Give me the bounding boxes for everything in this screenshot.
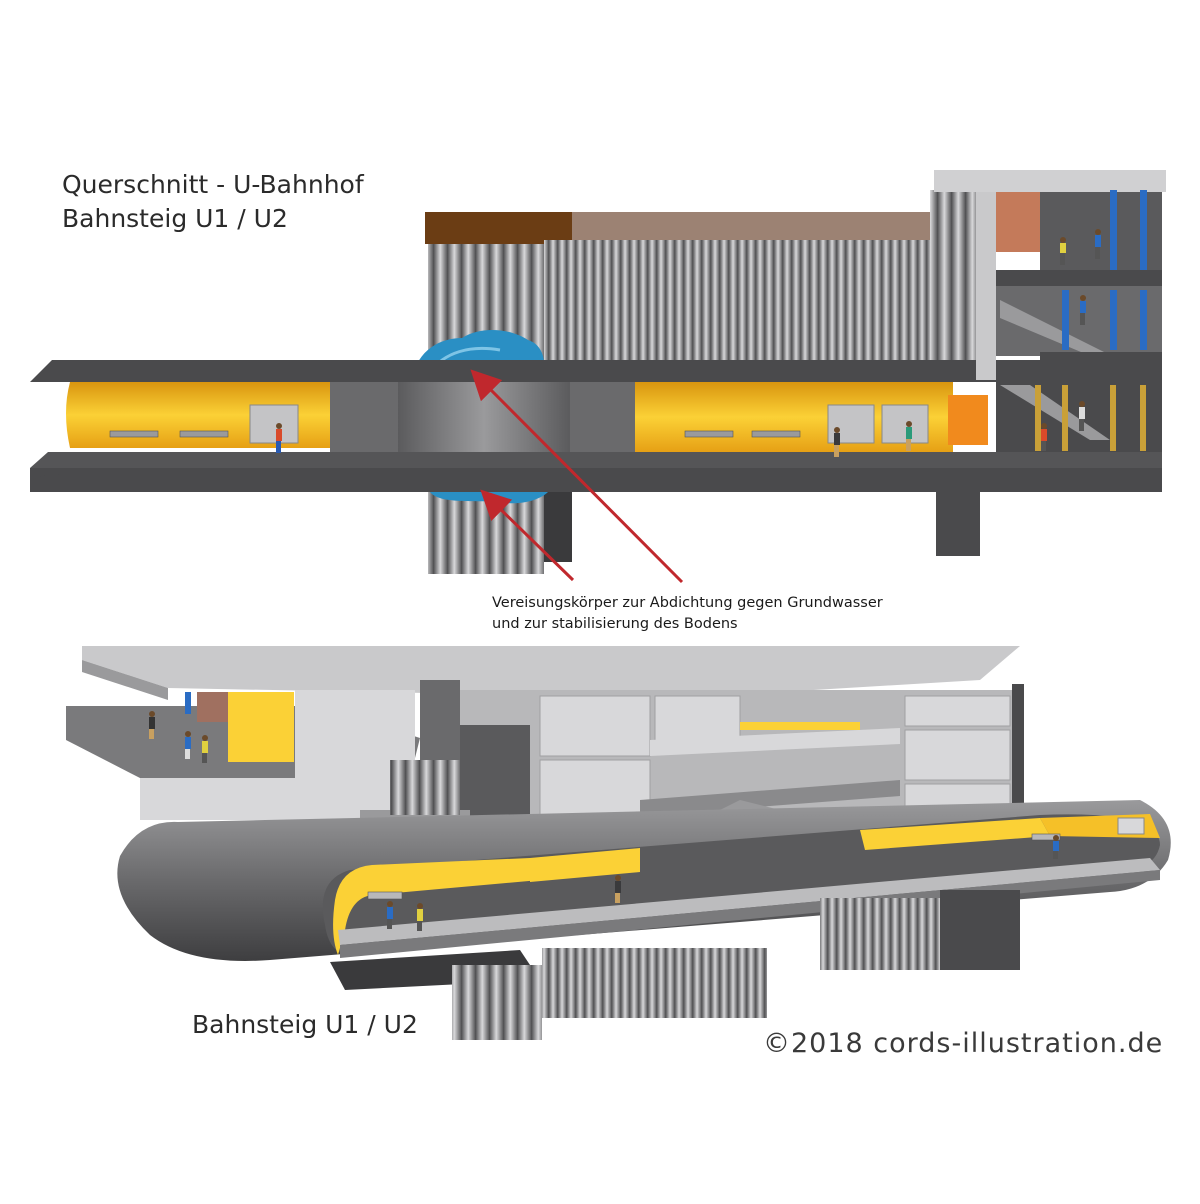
page-subtitle: Bahnsteig U1 / U2 <box>62 204 288 233</box>
pillar-icon <box>1035 385 1146 451</box>
foundation-pillars <box>452 965 542 1040</box>
pillar-wall-right <box>544 240 936 366</box>
foundation-pillars <box>542 948 767 1018</box>
soil-layer <box>425 212 572 244</box>
arrow-icon <box>480 489 575 582</box>
annotation-line-2: und zur stabilisierung des Bodens <box>492 616 738 632</box>
bottom-3d-view <box>66 646 1171 1040</box>
copyright: ©2018 cords-illustration.de <box>763 1028 1164 1059</box>
pillar-icon <box>1062 190 1147 350</box>
platform-floor-3d <box>338 858 1160 945</box>
poster <box>249 404 299 444</box>
bottom-title: Bahnsteig U1 / U2 <box>192 1010 418 1039</box>
yellow-wall <box>228 692 294 762</box>
bench-icon <box>109 430 801 438</box>
shaft-pillars <box>930 190 976 370</box>
building-wall <box>996 192 1040 252</box>
annotation-line-1: Vereisungskörper zur Abdichtung gegen Gr… <box>492 595 883 611</box>
person-icon <box>276 229 1101 457</box>
top-title: Querschnitt - U-Bahnhof Bahnsteig U1 / U… <box>62 168 364 236</box>
poster <box>881 404 929 444</box>
foundation-pillars <box>820 898 940 970</box>
support-wall <box>936 490 980 556</box>
arrow-icon <box>470 369 684 584</box>
annotation: Vereisungskörper zur Abdichtung gegen Gr… <box>492 593 883 635</box>
page-title: Querschnitt - U-Bahnhof <box>62 170 364 199</box>
top-cross-section <box>30 170 1166 584</box>
base-slab <box>30 468 1162 492</box>
yellow-wall-band <box>333 858 540 955</box>
roof-slab-3d <box>82 646 1020 698</box>
soil-layer-right <box>572 212 934 240</box>
roof-slab <box>30 360 1162 382</box>
platform-floor <box>30 452 1162 468</box>
bench-icon <box>367 833 1061 900</box>
building-roof <box>934 170 1166 192</box>
person-icon <box>149 711 1059 931</box>
